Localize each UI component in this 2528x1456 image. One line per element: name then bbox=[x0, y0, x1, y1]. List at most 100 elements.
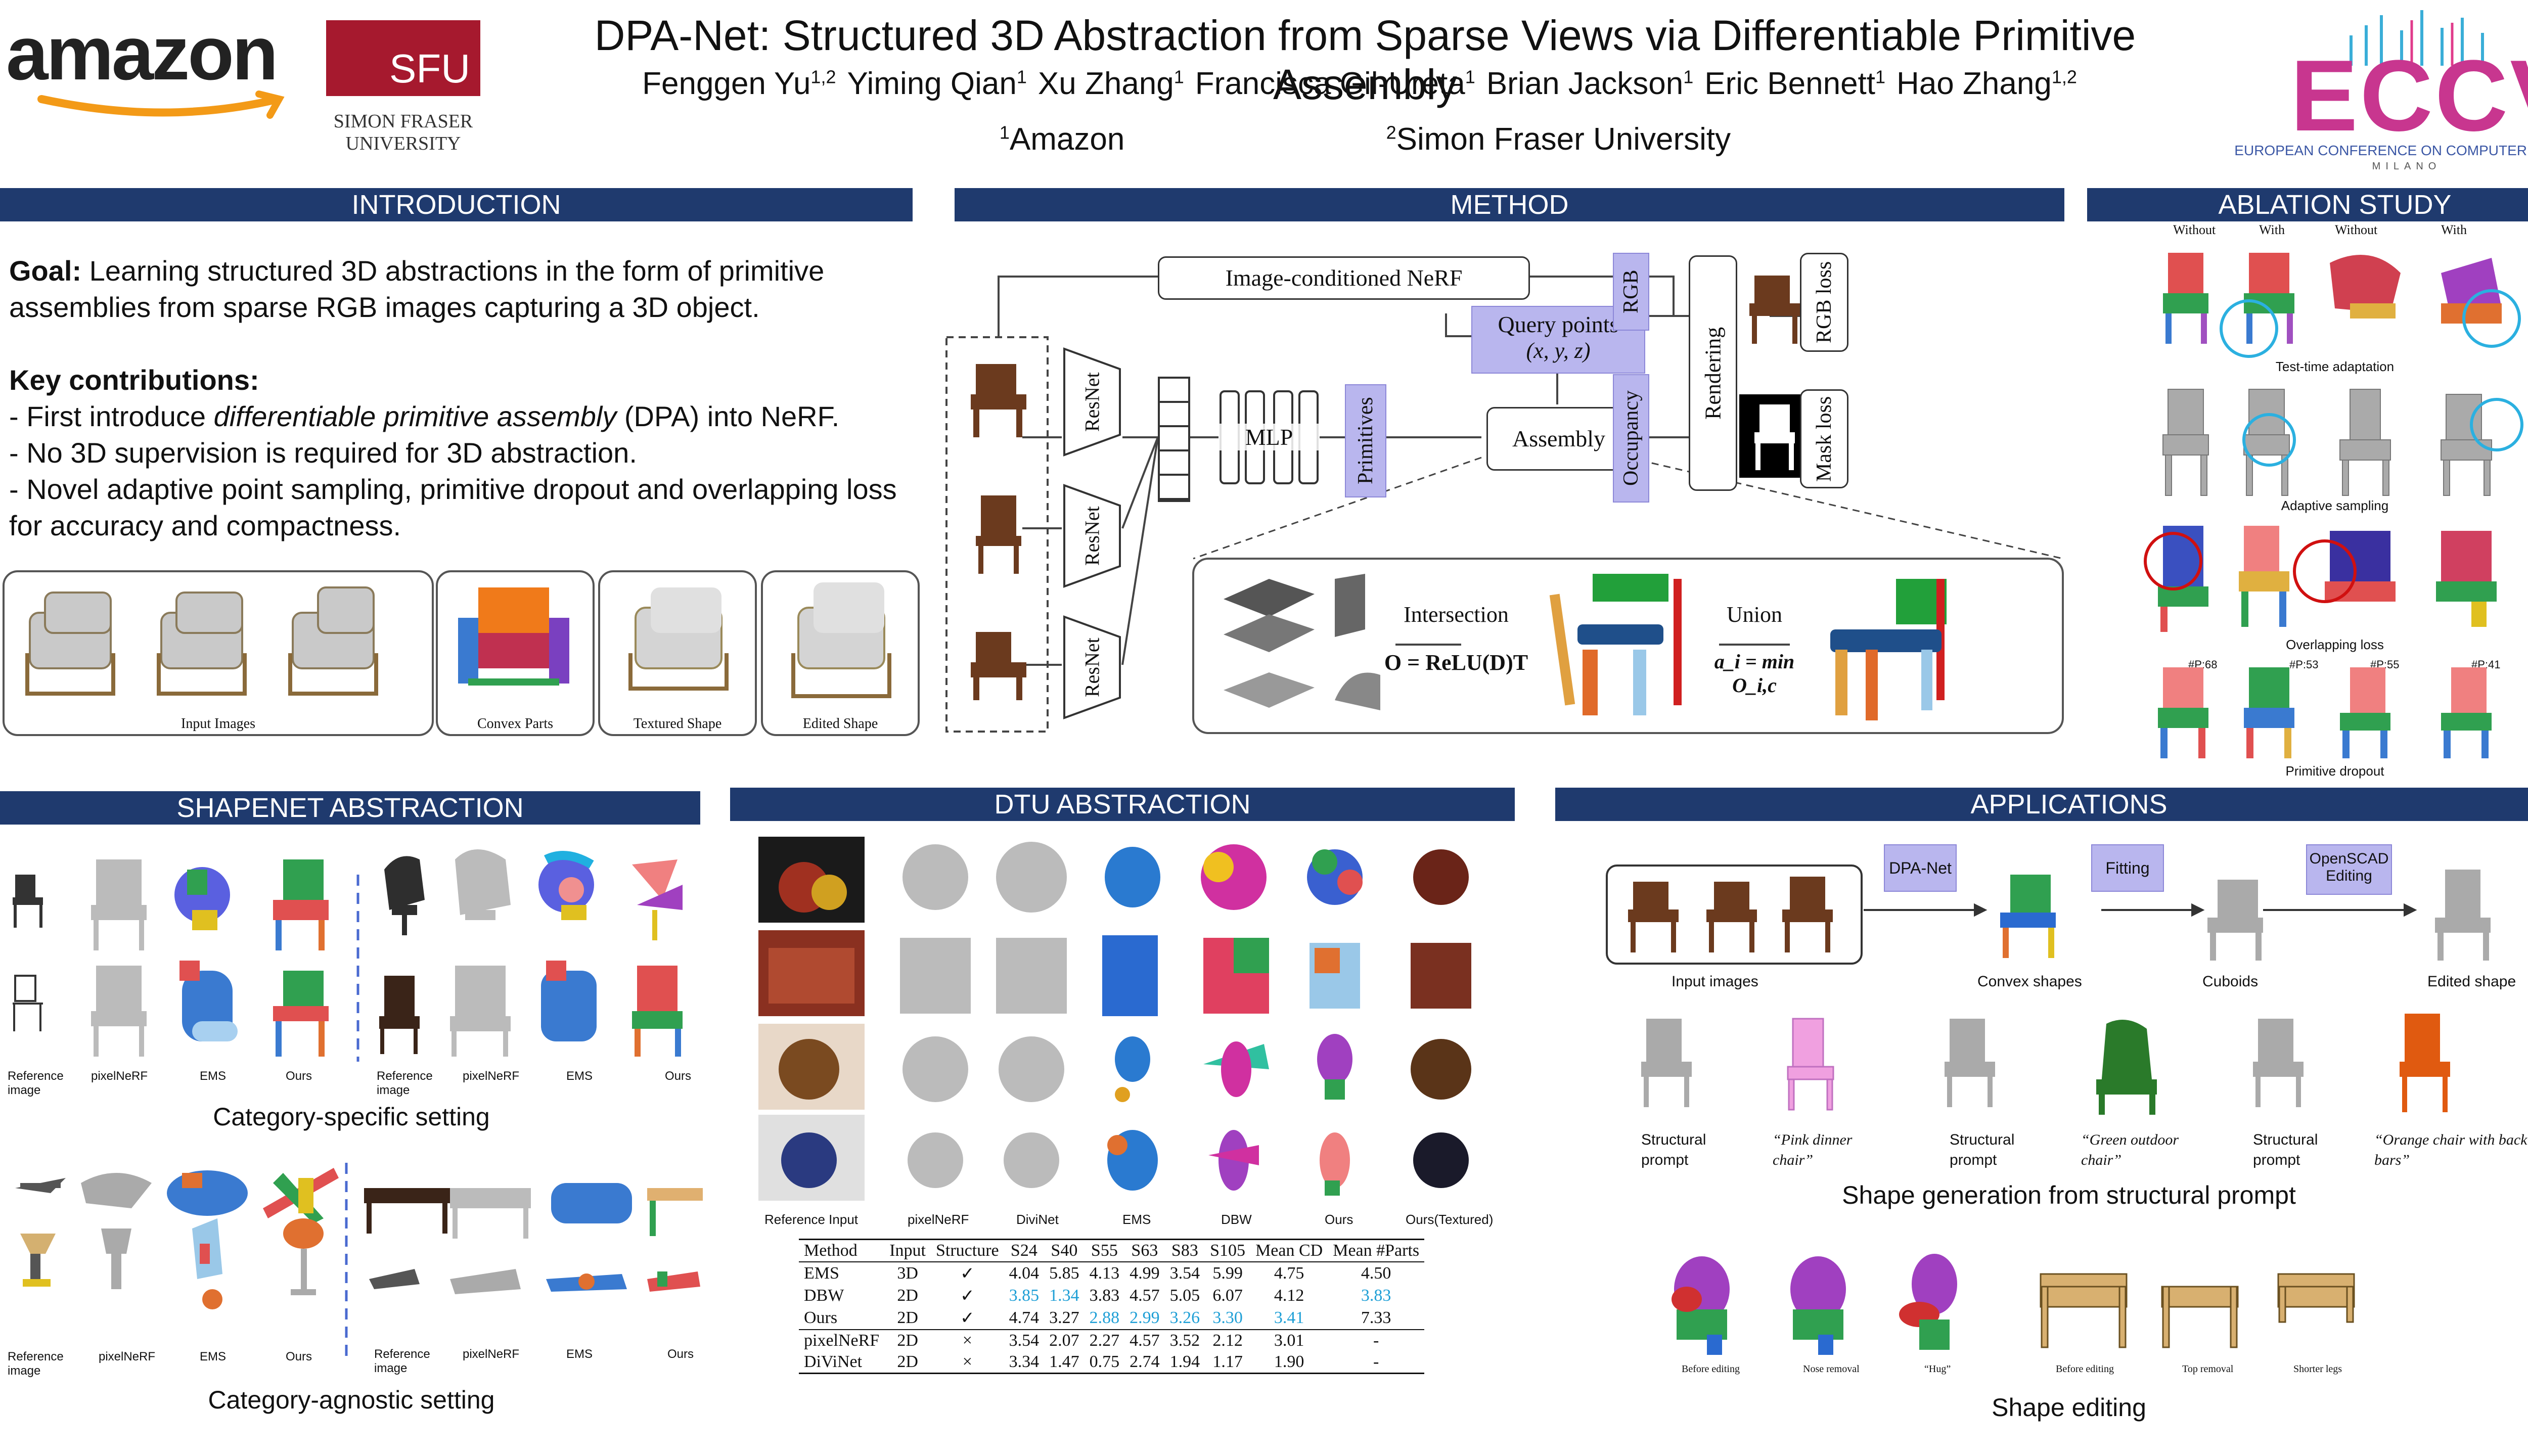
intersection-equation: O = ReLU(D)T bbox=[1384, 650, 1528, 675]
feature-vector bbox=[1158, 377, 1190, 502]
ablation-caption-sampling: Adaptive sampling bbox=[2281, 498, 2389, 513]
shapenet-agnostic-left-labels: Reference image pixelNeRF EMS Ours bbox=[8, 1350, 312, 1378]
dtu-figures bbox=[758, 837, 1471, 1201]
author-name: Hao Zhang1,2 bbox=[1897, 66, 2077, 101]
caption-convex-parts: Convex Parts bbox=[477, 716, 554, 732]
dtu-results-table: Method Input Structure S24 S40 S55 S63 S… bbox=[799, 1239, 1486, 1374]
eccv-city: MILANO bbox=[2372, 161, 2442, 172]
table-row: EMS 3D ✓ 4.04 5.85 4.13 4.99 3.54 5.99 4… bbox=[804, 1264, 1391, 1283]
shapenet-right-labels: Reference image pixelNeRF EMS Ours bbox=[377, 1069, 692, 1097]
affiliation-sfu: 2Simon Fraser University bbox=[1386, 122, 1731, 157]
ablation-row2-figures bbox=[2162, 389, 2523, 496]
intersection-label: Intersection bbox=[1404, 602, 1509, 627]
poster-title: DPA-Net: Structured 3D Abstraction from … bbox=[594, 12, 2136, 108]
primitives-block: Primitives bbox=[1345, 384, 1386, 497]
eccv-full-name: EUROPEAN CONFERENCE ON COMPUTER VISION bbox=[2234, 143, 2528, 158]
shapenet-agnostic-caption: Category-agnostic setting bbox=[208, 1386, 495, 1414]
editing-caption: Shape editing bbox=[1992, 1393, 2146, 1422]
rendering-block: Rendering bbox=[1689, 255, 1737, 491]
ablation-caption-tta: Test-time adaptation bbox=[2275, 359, 2395, 374]
table-row: DBW 2D ✓ 3.85 1.34 3.83 4.57 5.05 6.07 4… bbox=[804, 1286, 1391, 1305]
openscad-editing-step: OpenSCAD Editing bbox=[2306, 844, 2392, 895]
ablation-caption-dropout: Primitive dropout bbox=[2285, 763, 2384, 779]
ablation-row4-figures bbox=[2158, 667, 2492, 758]
table-header-row: Method Input Structure S24 S40 S55 S63 S… bbox=[799, 1240, 1425, 1262]
banner-applications: APPLICATIONS bbox=[1555, 788, 2528, 821]
ablation-row3-figures bbox=[2144, 526, 2497, 632]
table-row: pixelNeRF 2D × 3.54 2.07 2.27 4.57 3.52 … bbox=[804, 1331, 1379, 1350]
mlp-block: MLP bbox=[1218, 389, 1320, 485]
table-row: DiViNet 2D × 3.34 1.47 0.75 2.74 1.94 1.… bbox=[804, 1352, 1379, 1371]
query-points-block: Query points (x, y, z) bbox=[1471, 306, 1645, 374]
assembled-chair-icon bbox=[1830, 579, 1947, 720]
shapenet-specific-caption: Category-specific setting bbox=[213, 1103, 490, 1131]
editing-labels: Before editing Nose removal “Hug” Before… bbox=[1682, 1363, 2342, 1375]
armchair-thumbnails bbox=[25, 586, 378, 696]
affiliation-amazon: 1Amazon bbox=[999, 122, 1125, 157]
banner-shapenet: SHAPENET ABSTRACTION bbox=[0, 791, 700, 825]
dpa-net-step: DPA-Net bbox=[1884, 844, 1957, 892]
ablation-row1-figures bbox=[2163, 253, 2521, 358]
editing-shapes-icon bbox=[1672, 1254, 2355, 1355]
author-name: Xu Zhang1 bbox=[1037, 66, 1184, 101]
goal-paragraph: Goal: Learning structured 3D abstraction… bbox=[9, 255, 825, 323]
results-table: Method Input Structure S24 S40 S55 S63 S… bbox=[799, 1239, 1425, 1374]
author-name: Eric Bennett1 bbox=[1704, 66, 1886, 101]
author-name: Francisca Gil-Ureta1 bbox=[1195, 66, 1475, 101]
ablation-caption-overlap: Overlapping loss bbox=[2286, 637, 2384, 652]
author-name: Brian Jackson1 bbox=[1486, 66, 1694, 101]
fitting-step: Fitting bbox=[2091, 844, 2164, 892]
convex-parts-icon bbox=[1549, 574, 1682, 715]
input-chairs-icon bbox=[1628, 877, 1833, 952]
union-equation: a_i = min O_i,c bbox=[1714, 650, 1795, 697]
trapezoid-icon bbox=[1063, 615, 1121, 719]
caption-edited-shape: Edited Shape bbox=[802, 716, 878, 732]
amazon-logo: amazon bbox=[6, 11, 320, 119]
shapenet-panel: Reference image pixelNeRF EMS Ours Refer… bbox=[0, 829, 703, 1436]
occupancy-block: Occupancy bbox=[1613, 374, 1649, 503]
banner-method: METHOD bbox=[955, 188, 2064, 221]
amazon-wordmark: amazon bbox=[6, 11, 278, 96]
dtu-column-labels: Reference Input pixelNeRF DiviNet EMS DB… bbox=[764, 1212, 1494, 1227]
shapenet-specific-figures bbox=[13, 849, 683, 1062]
intro-figure-textured: Textured Shape bbox=[598, 570, 757, 736]
contribution-1: - First introduce differentiable primiti… bbox=[9, 400, 840, 432]
rgb-loss-block: RGB loss bbox=[1800, 253, 1848, 352]
shapenet-left-labels: Reference image pixelNeRF EMS Ours bbox=[8, 1069, 312, 1097]
rgb-block: RGB bbox=[1613, 253, 1649, 331]
intro-figure-input: Input Images bbox=[3, 570, 434, 736]
resnet-block-3: ResNet bbox=[1062, 614, 1122, 720]
generation-caption: Shape generation from structural prompt bbox=[1842, 1181, 2296, 1209]
rendered-chair-icon bbox=[1749, 276, 1800, 344]
sfu-name-line1: SIMON FRASER bbox=[333, 111, 473, 132]
eccv-logo: ECCV EUROPEAN CONFERENCE ON COMPUTER VIS… bbox=[2230, 5, 2528, 172]
caption-input-images: Input Images bbox=[181, 716, 255, 732]
eccv-wordmark: ECCV bbox=[2290, 39, 2528, 152]
resnet-block-1: ResNet bbox=[1062, 346, 1122, 458]
affiliation-list: 1Amazon 2Simon Fraser University bbox=[506, 121, 2225, 157]
convex-chair-icon bbox=[458, 587, 569, 686]
author-name: Fenggen Yu1,2 bbox=[642, 66, 836, 101]
table-row: Ours 2D ✓ 4.74 3.27 2.88 2.99 3.26 3.30 … bbox=[799, 1307, 1425, 1330]
method-diagram: ResNet ResNet ResNet MLP Primitives Imag… bbox=[940, 230, 2078, 736]
banner-introduction: INTRODUCTION bbox=[0, 188, 913, 221]
generation-labels: Structural prompt “Pink dinner chair” St… bbox=[1641, 1131, 2527, 1168]
halfspace-planes-icon bbox=[1224, 574, 1380, 710]
banner-dtu: DTU ABSTRACTION bbox=[730, 788, 1515, 821]
sfu-name-line2: UNIVERSITY bbox=[345, 133, 461, 154]
resnet-block-2: ResNet bbox=[1062, 483, 1122, 589]
input-chair-icons bbox=[971, 364, 1026, 700]
union-label: Union bbox=[1727, 602, 1782, 627]
amazon-smile-icon bbox=[37, 90, 285, 119]
contribution-3: - Novel adaptive point sampling, primiti… bbox=[9, 473, 897, 541]
textured-chair-icon bbox=[628, 587, 729, 691]
assembly-block: Assembly bbox=[1486, 407, 1631, 471]
trapezoid-icon bbox=[1063, 484, 1121, 588]
mask-loss-block: Mask loss bbox=[1800, 389, 1848, 488]
applications-panel: DPA-Net Fitting OpenSCAD Editing Input i… bbox=[1555, 829, 2528, 1446]
milan-skyline-icon bbox=[2350, 10, 2484, 66]
ablation-panel: Without With Without With Test-time adap… bbox=[2087, 222, 2528, 789]
banner-ablation: ABLATION STUDY bbox=[2087, 188, 2528, 221]
input-images-box bbox=[1606, 864, 1863, 965]
